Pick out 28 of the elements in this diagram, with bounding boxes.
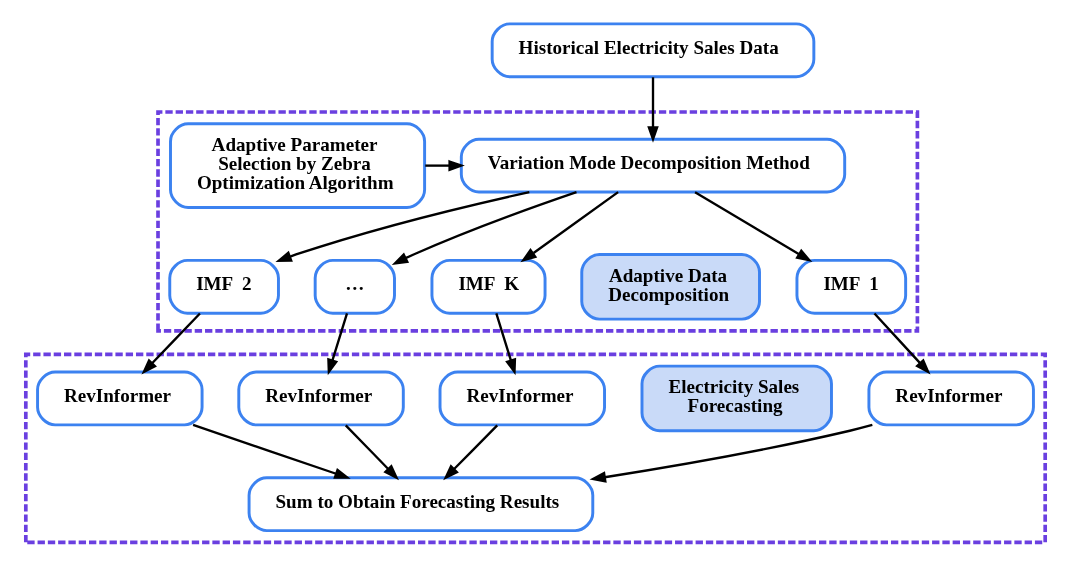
node-box: … (313, 258, 396, 315)
node-box: Adaptive Parameter Selection by Zebra Optimization Algorithm (169, 122, 427, 209)
arrow (443, 424, 499, 481)
node-box: IMF K (430, 258, 547, 315)
node-box: RevInformer (237, 370, 405, 427)
arrow (694, 191, 813, 263)
node-box: Adaptive Data Decomposition (580, 253, 761, 321)
arrow (647, 77, 659, 143)
node-box: RevInformer (438, 370, 606, 427)
cluster (23, 352, 1048, 545)
arrow (589, 423, 873, 483)
arrow (327, 313, 349, 376)
arrow (344, 424, 399, 481)
arrow (495, 313, 517, 376)
cluster (156, 110, 920, 333)
node-box: Electricity Sales Forecasting (640, 364, 833, 433)
arrow (391, 191, 577, 265)
arrow (275, 190, 530, 263)
node-box: Sum to Obtain Forecasting Results (247, 476, 595, 533)
node-box: RevInformer (36, 370, 204, 427)
node-box: RevInformer (867, 370, 1035, 427)
node-box: Historical Electricity Sales Data (490, 22, 816, 79)
node-box: Variation Mode Decomposition Method (459, 137, 847, 194)
arrow (192, 423, 351, 479)
arrow (425, 159, 465, 172)
node-box: IMF 1 (795, 258, 908, 315)
node-box: IMF 2 (168, 258, 280, 315)
arrow (520, 191, 619, 263)
